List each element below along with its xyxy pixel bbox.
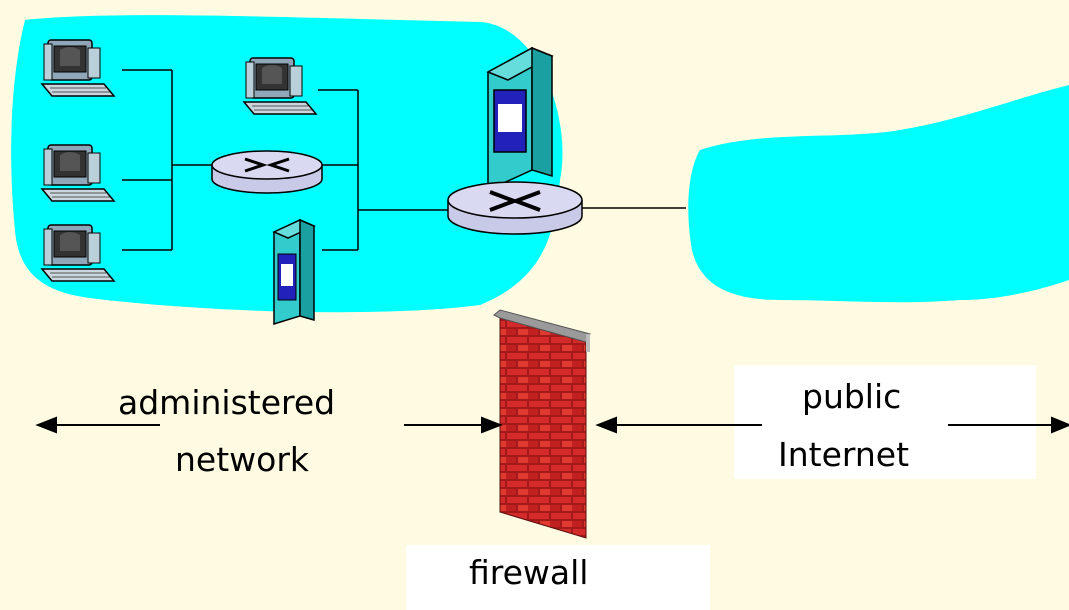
public-internet-label-line1: public bbox=[802, 377, 902, 416]
server-icon bbox=[486, 46, 554, 192]
administered-network-label-line2: network bbox=[175, 440, 310, 479]
firewall-label: firewall bbox=[469, 553, 589, 592]
firewall-label-bg bbox=[406, 545, 710, 610]
router-icon bbox=[447, 181, 583, 235]
router-icon bbox=[211, 150, 323, 194]
administered-network-label-bg bbox=[158, 376, 406, 476]
public-internet-cloud bbox=[688, 85, 1069, 303]
administered-network-label-line1: administered bbox=[118, 383, 336, 422]
network-links bbox=[122, 69, 686, 251]
firewall-wall-icon bbox=[493, 309, 591, 539]
server-icon bbox=[272, 218, 316, 326]
public-internet-label-bg bbox=[734, 365, 1036, 479]
public-internet-label-line2: Internet bbox=[778, 435, 910, 474]
